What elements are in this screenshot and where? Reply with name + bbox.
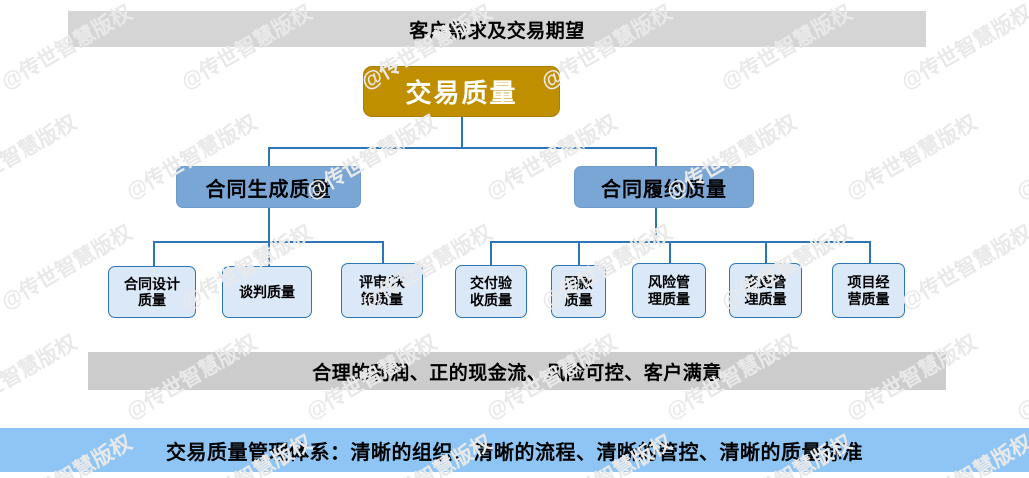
leaf-line-1: 评审/决 [359, 274, 405, 291]
connector-root-drop [461, 116, 463, 148]
customer-needs-banner: 客户需求及交易期望 [68, 11, 926, 47]
leaf-line-2: 理质量 [744, 290, 787, 307]
leaf-line-2: 质量 [138, 292, 166, 308]
leaf-line-1: 交付验 [470, 275, 512, 292]
management-system-banner: 交易质量管理体系：清晰的组织、清晰的流程、清晰的管控、清晰的质量标准 [0, 428, 1029, 472]
connector-right-branch-drop [655, 207, 657, 242]
leaf-line-1: 项目经 [847, 274, 890, 291]
leaf-line-1: 风险管 [648, 274, 690, 291]
leaf-line-1: 谈判质量 [239, 283, 295, 300]
connector-right-leaf-stub-2 [578, 241, 580, 267]
connector-left-leaf-stub-1 [153, 241, 155, 267]
connector-left-branch-drop [268, 207, 270, 242]
node-collection-quality[interactable]: 回款 质量 [551, 265, 606, 318]
leaf-line-2: 策质量 [361, 290, 403, 307]
leaf-line-2: 营质量 [847, 290, 890, 307]
node-negotiation-quality[interactable]: 谈判质量 [222, 266, 312, 318]
connector-to-branch-right [655, 147, 657, 167]
leaf-line-2: 收质量 [470, 291, 512, 308]
node-risk-management-quality[interactable]: 风险管 理质量 [632, 263, 706, 318]
leaf-line-1: 变更管 [744, 274, 787, 291]
connector-left-leaf-stub-2 [268, 241, 270, 267]
connector-right-leaf-stub-5 [869, 241, 871, 267]
connector-right-leaf-stub-1 [490, 241, 492, 267]
node-contract-design-quality[interactable]: 合同设计 质量 [108, 266, 196, 318]
node-contract-fulfillment-quality[interactable]: 合同履约质量 [574, 166, 754, 208]
node-change-management-quality[interactable]: 变更管 理质量 [729, 263, 802, 318]
node-delivery-acceptance-quality[interactable]: 交付验 收质量 [455, 265, 527, 318]
leaf-line-2: 质量 [564, 291, 593, 308]
connector-right-leaf-stub-4 [765, 241, 767, 267]
outcome-banner: 合理的利润、正的现金流、风险可控、客户满意 [88, 352, 946, 390]
node-trade-quality[interactable]: 交易质量 [363, 66, 560, 117]
node-project-operation-quality[interactable]: 项目经 营质量 [832, 263, 905, 318]
connector-level1-bus [268, 147, 656, 149]
connector-left-leaf-stub-3 [382, 241, 384, 267]
leaf-line-2: 理质量 [648, 290, 690, 307]
leaf-line-1: 合同设计 [124, 275, 180, 292]
connector-right-leaf-stub-3 [669, 241, 671, 267]
node-contract-creation-quality[interactable]: 合同生成质量 [176, 166, 361, 208]
connector-right-leaf-bus [490, 241, 870, 243]
connector-to-branch-left [268, 147, 270, 167]
leaf-line-1: 回款 [564, 275, 593, 292]
node-review-decision-quality[interactable]: 评审/决 策质量 [341, 263, 423, 318]
